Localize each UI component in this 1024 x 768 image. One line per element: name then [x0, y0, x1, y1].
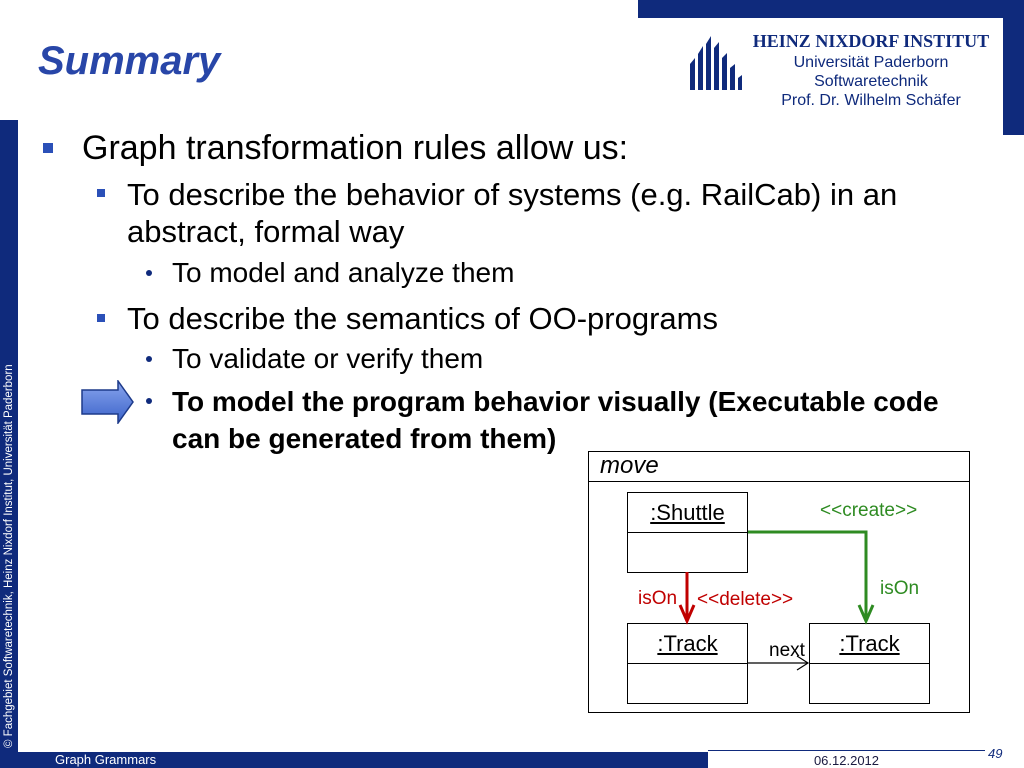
- left-sidebar: © Fachgebiet Softwaretechnik, Heinz Nixd…: [0, 120, 18, 768]
- rule-header-divider: [588, 481, 970, 482]
- next-edge-label: next: [769, 640, 805, 661]
- copyright-notice: © Fachgebiet Softwaretechnik, Heinz Nixd…: [3, 364, 15, 748]
- university-name: Universität Paderborn: [793, 54, 949, 71]
- bullet-level3: To model and analyze them: [172, 257, 515, 288]
- department-name: Softwaretechnik: [814, 73, 928, 90]
- rule-frame: [588, 451, 970, 713]
- node-title: :Track: [839, 631, 900, 656]
- node-divider: [628, 532, 747, 533]
- delete-edge-arrowhead: [678, 604, 696, 625]
- professor-name: Prof. Dr. Wilhelm Schäfer: [781, 92, 961, 109]
- bullet-dot-marker: [146, 398, 152, 404]
- footer-course-title: Graph Grammars: [55, 752, 157, 767]
- rule-edges: [678, 530, 875, 671]
- footer-date: 06.12.2012: [813, 753, 880, 768]
- block-arrow-right-icon: [81, 380, 134, 424]
- top-bar: [638, 0, 1024, 18]
- node-divider: [810, 663, 929, 664]
- footer-bar: [0, 752, 708, 768]
- bullet-level1: Graph transformation rules allow us:: [82, 129, 629, 167]
- create-stereotype: <<create>>: [820, 500, 918, 521]
- bullet-level2: To describe the behavior of systems (e.g…: [127, 177, 898, 249]
- slide-title: Summary: [38, 39, 221, 83]
- node-title: :Track: [657, 631, 718, 656]
- right-bar: [1003, 0, 1024, 135]
- bullet-dot-marker: [146, 270, 152, 276]
- rule-name: move: [600, 452, 659, 479]
- next-edge-arrowhead: [796, 655, 810, 671]
- institute-name: HEINZ NIXDORF INSTITUT: [752, 31, 990, 51]
- node-divider: [628, 663, 747, 664]
- bullet-level3: To validate or verify them: [172, 343, 484, 374]
- footer-divider: [708, 750, 985, 751]
- bullet-square-marker: [43, 143, 53, 153]
- delete-stereotype: <<delete>>: [697, 589, 794, 610]
- bullet-dot-marker: [146, 356, 152, 362]
- create-edge-line: [748, 530, 868, 619]
- bullet-level3-emphasis: To model the program behavior visually (…: [172, 386, 939, 454]
- delete-edge-label: isOn: [638, 588, 678, 609]
- bullet-square-marker: [97, 314, 105, 322]
- page-number: 49: [988, 746, 1003, 761]
- track-node-right: :Track: [809, 623, 930, 704]
- create-edge-label: isOn: [880, 578, 920, 599]
- node-title: :Shuttle: [650, 500, 725, 525]
- bullet-level2: To describe the semantics of OO-programs: [127, 301, 718, 336]
- bullet-square-marker: [97, 189, 105, 197]
- create-edge-arrowhead: [857, 604, 875, 625]
- hni-logo-icon: [690, 36, 742, 90]
